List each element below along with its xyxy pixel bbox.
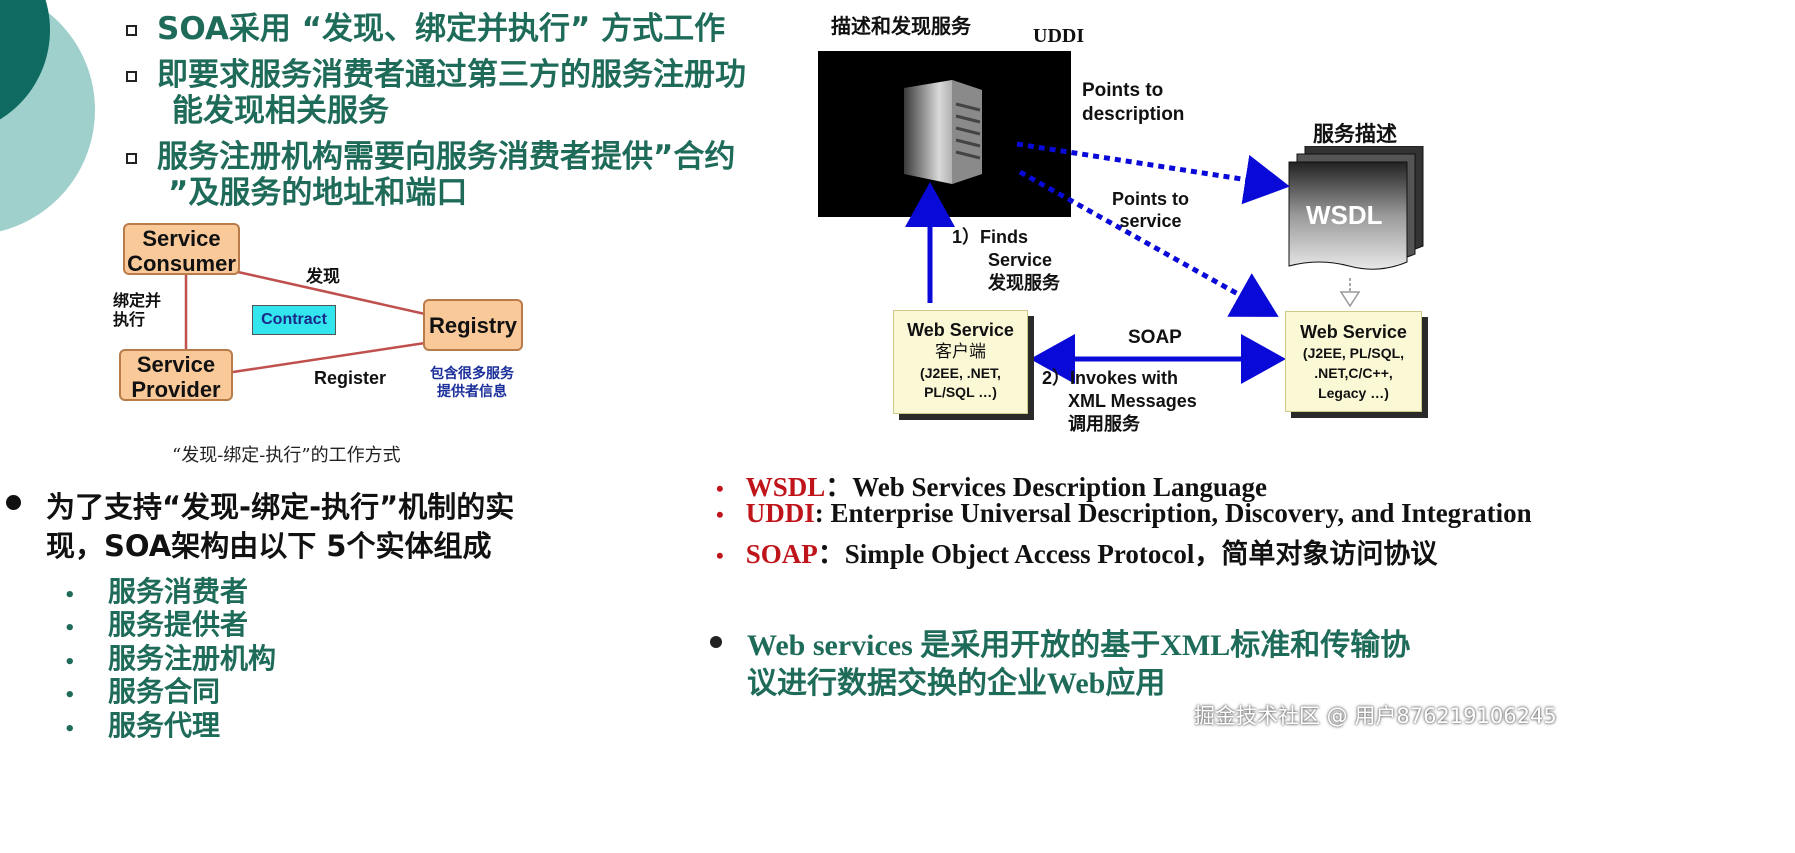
points-to-description: Points to description [1082,80,1185,125]
wsdl-label: WSDL [1306,200,1383,230]
definition-uddi: •UDDI: Enterprise Universal Description,… [716,498,1532,528]
diagram-caption: “发现-绑定-执行”的工作方式 [172,445,401,466]
decorative-circles [0,0,95,232]
server-icon [904,80,982,184]
watermark: 掘金技术社区 @ 用户876219106245 [1194,704,1557,728]
uddi-label: UDDI [1033,25,1085,47]
contract-box: Contract [252,305,336,335]
ws-point-line2: 议进行数据交换的企业Web应用 [747,667,1166,700]
square-bullet-icon [126,71,137,82]
web-service-client-box: Web Service 客户端 (J2EE, .NET, PL/SQL …) [893,310,1028,414]
small-dot-icon: • [64,652,76,673]
entity-provider: •服务提供者 [64,608,249,641]
bullet-soa-mode: SOA采用 “发现、绑定并执行” 方式工作 [126,8,725,50]
red-dot-icon: • [716,502,724,527]
definition-soap: •SOAP：Simple Object Access Protocol，简单对象… [716,539,1438,569]
register-label: Register [314,368,387,388]
square-bullet-icon [126,25,137,36]
bullet-third-party-cont: 能发现相关服务 [172,93,389,129]
points-desc-arrow [1016,141,1290,205]
web-service-provider-box: Web Service (J2EE, PL/SQL, .NET,C/C++, L… [1285,311,1422,412]
dark-teal-circle [0,0,50,120]
wsdl-server-arrow [1339,291,1361,308]
entity-consumer: •服务消费者 [64,575,249,608]
bullet-contract: 服务注册机构需要向服务消费者提供”合约 [126,136,735,178]
entity-contract: •服务合同 [64,675,221,708]
describe-discover-label: 描述和发现服务 [831,14,971,38]
registry-note: 包含很多服务 提供者信息 [430,365,514,399]
service-description-label: 服务描述 [1313,122,1397,146]
red-dot-icon: • [716,476,724,501]
entity-registry: •服务注册机构 [64,642,277,675]
register-line [232,341,426,374]
points-service-arrow [1018,169,1279,317]
small-dot-icon: • [64,585,76,606]
soa-triangle-lines [184,270,426,374]
main-point-line1: 为了支持“发现-绑定-执行”机制的实 [46,490,515,524]
ws-point-line1: Web services 是采用开放的基于XML标准和传输协 [747,629,1411,662]
invokes-label: 2）Invokes with XML Messages 调用服务 [1042,368,1197,435]
definition-wsdl: •WSDL：Web Services Description Language [716,472,1267,502]
main-point-line2: 现，SOA架构由以下 5个实体组成 [46,529,492,563]
bind-label: 绑定并 执行 [113,293,162,329]
soap-label: SOAP [1128,327,1182,348]
registry-box: Registry [423,299,523,351]
square-bullet-icon [126,153,137,164]
finds-service-label: 1）Finds Service 发现服务 [952,227,1060,294]
small-dot-icon: • [64,719,76,740]
ws-point-dot-icon [710,636,722,648]
service-provider-box: Service Provider [119,349,233,402]
small-dot-icon: • [64,685,76,706]
main-point-dot-icon [6,495,21,510]
service-consumer-box: Service Consumer [123,223,240,276]
find-line [237,270,426,316]
bullet-third-party: 即要求服务消费者通过第三方的服务注册功 [126,54,746,96]
wsdl-documents-icon [1288,146,1424,270]
find-label: 发现 [306,267,340,286]
red-dot-icon: • [716,543,724,568]
bullet-contract-cont: ”及服务的地址和端口 [168,175,468,211]
small-dot-icon: • [64,618,76,639]
points-to-service: Points to service [1112,189,1189,231]
entity-broker: •服务代理 [64,709,221,742]
